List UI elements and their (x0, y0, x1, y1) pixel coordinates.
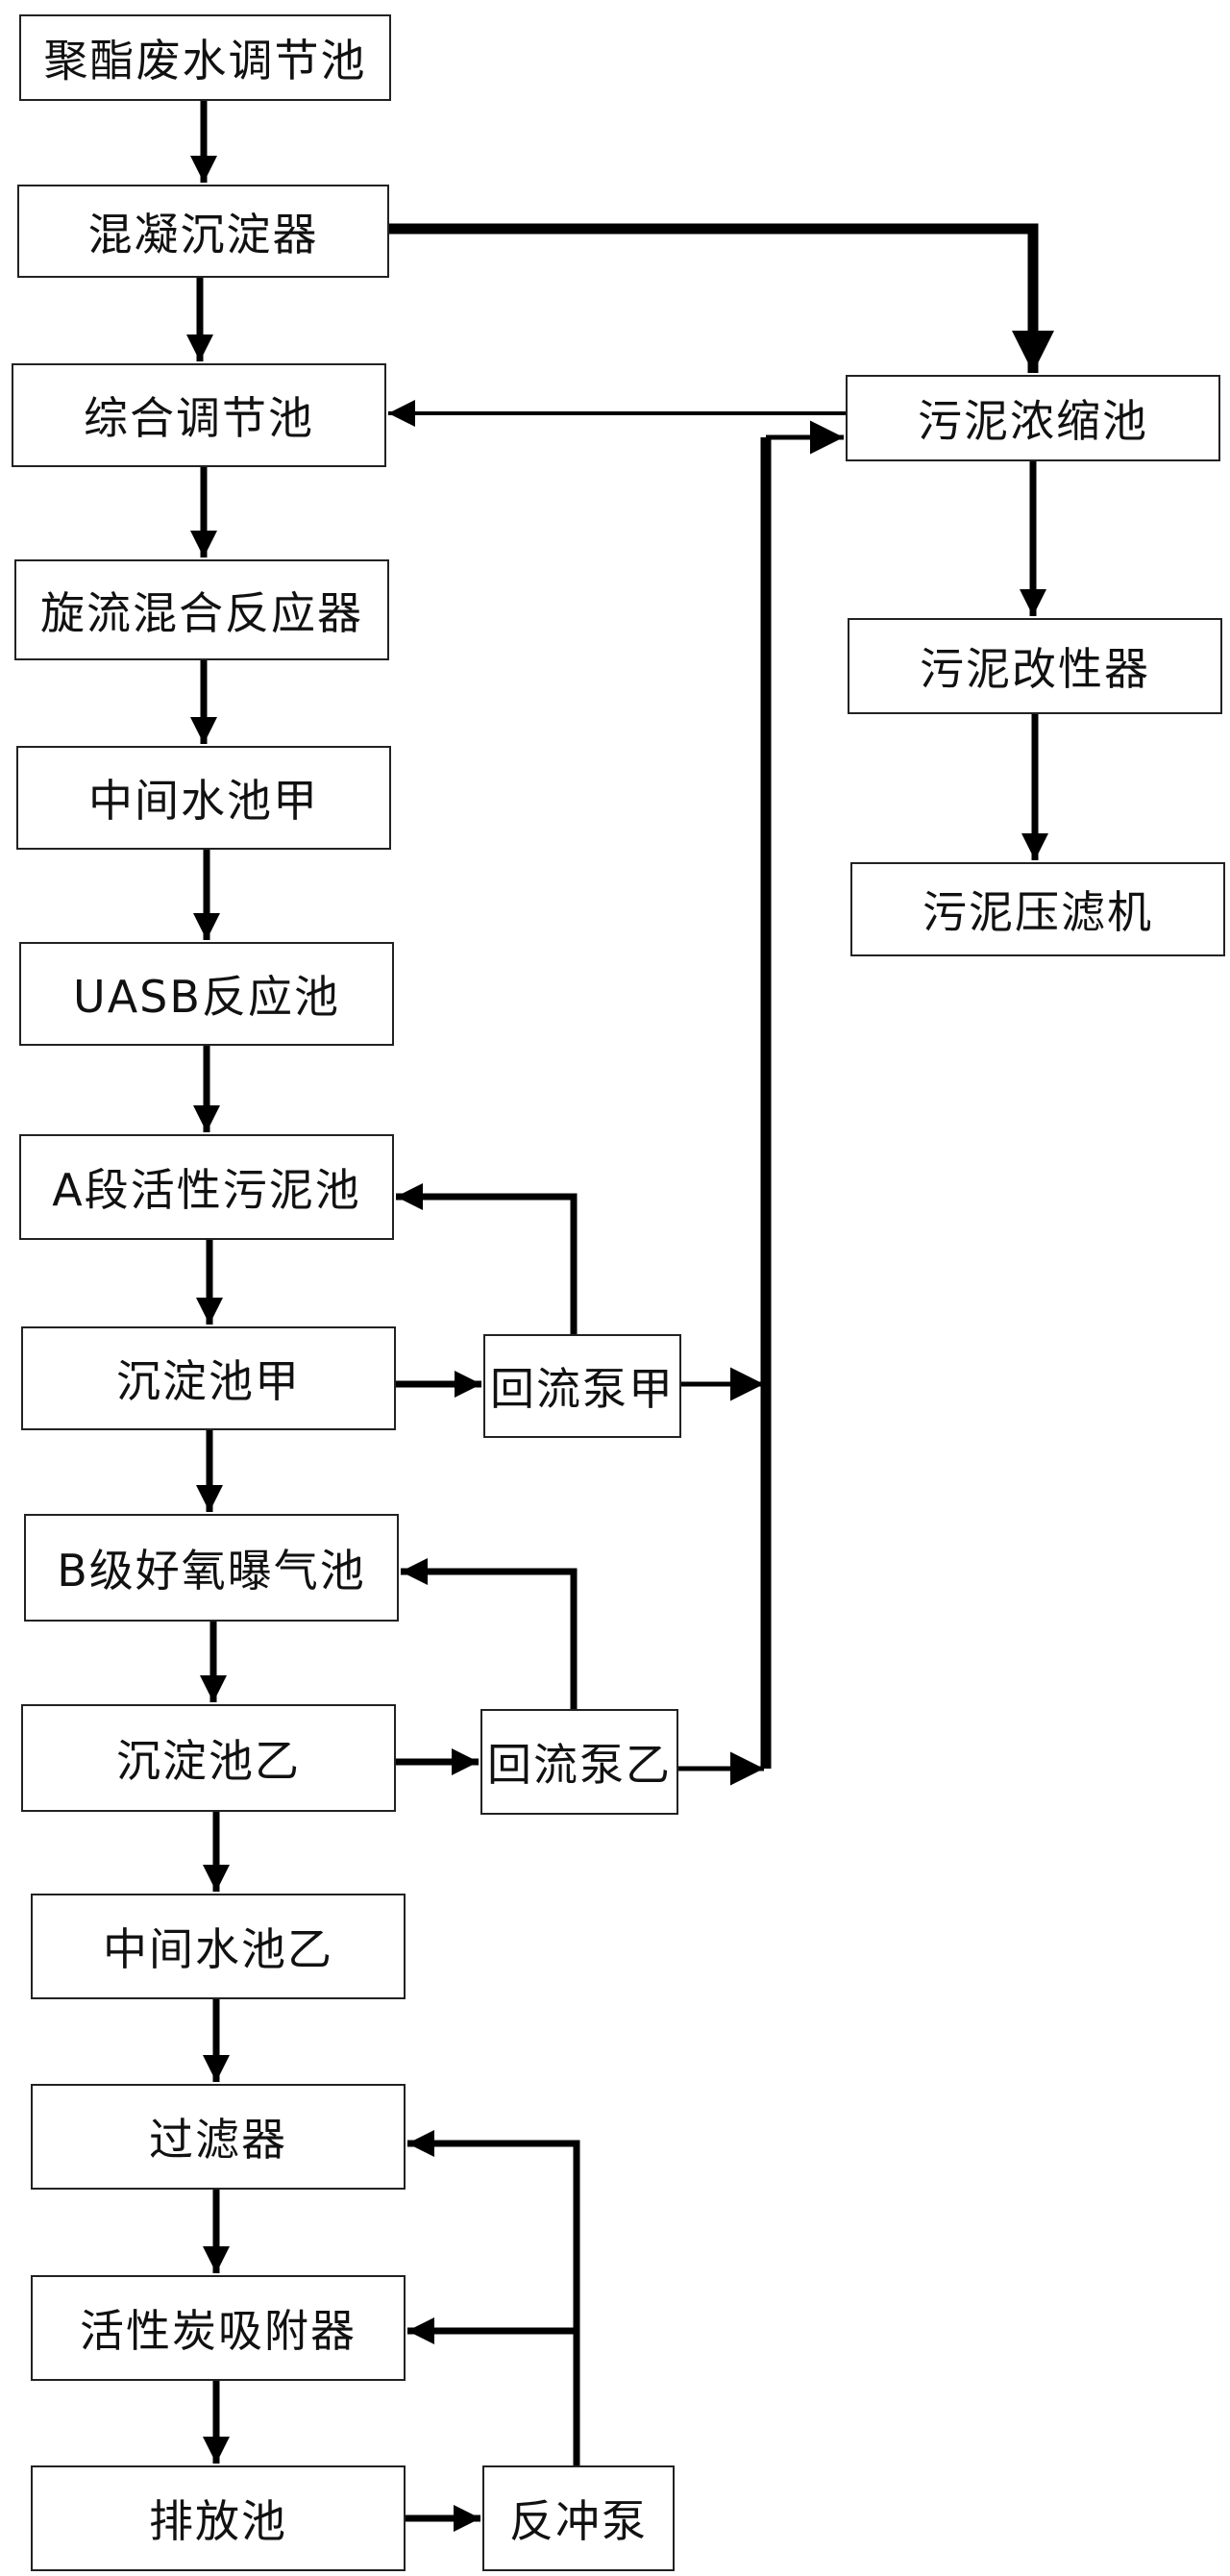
node-intermediate-tank-b: 中间水池乙 (31, 1894, 406, 1999)
node-combined-equalization-tank: 综合调节池 (12, 363, 386, 467)
node-stage-b-aerobic-aeration-tank: B级好氧曝气池 (24, 1514, 399, 1622)
node-polyester-wastewater-equalization-tank: 聚酯废水调节池 (19, 14, 391, 101)
node-sludge-thickening-tank: 污泥浓缩池 (846, 375, 1220, 461)
node-return-pump-b: 回流泵乙 (480, 1709, 678, 1815)
node-coagulation-sedimentation-unit: 混凝沉淀器 (17, 185, 389, 278)
sludge-line (389, 223, 1054, 373)
node-cyclone-mixing-reactor: 旋流混合反应器 (14, 559, 389, 660)
backwash-line (407, 2130, 580, 2465)
node-filter: 过滤器 (31, 2084, 406, 2190)
node-backwash-pump: 反冲泵 (482, 2465, 675, 2571)
node-sludge-filter-press: 污泥压滤机 (850, 862, 1225, 956)
node-sludge-conditioning-unit: 污泥改性器 (848, 618, 1222, 714)
node-activated-carbon-adsorber: 活性炭吸附器 (31, 2275, 406, 2381)
return-line (396, 1183, 578, 1334)
node-intermediate-tank-a: 中间水池甲 (16, 746, 391, 850)
node-uasb-reactor: UASB反应池 (19, 942, 394, 1046)
node-sedimentation-tank-b: 沉淀池乙 (21, 1704, 396, 1812)
return-line (401, 1558, 578, 1709)
node-return-pump-a: 回流泵甲 (483, 1334, 681, 1438)
node-discharge-tank: 排放池 (31, 2465, 406, 2571)
node-stage-a-activated-sludge-tank: A段活性污泥池 (19, 1134, 394, 1240)
node-sedimentation-tank-a: 沉淀池甲 (21, 1326, 396, 1430)
